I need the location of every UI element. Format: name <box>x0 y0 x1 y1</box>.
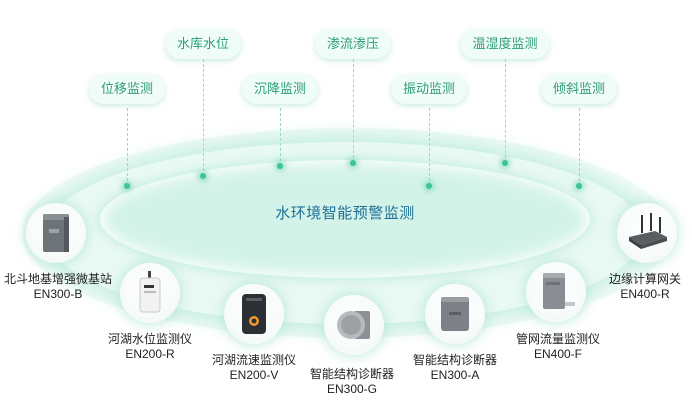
connector-dot <box>200 173 206 179</box>
device-label-en200-v: 河湖流速监测仪 EN200-V <box>212 353 296 383</box>
gnss-base-station-icon <box>43 214 69 252</box>
device-label-en400-r: 边缘计算网关 EN400-R <box>609 272 681 302</box>
device-model: EN200-V <box>229 368 279 382</box>
device-name: 河湖流速监测仪 <box>211 353 297 367</box>
device-en400-f <box>526 262 586 322</box>
device-label-en300-g: 智能结构诊断器 EN300-G <box>310 367 394 397</box>
device-name: 智能结构诊断器 <box>412 353 498 367</box>
device-name: 河湖水位监测仪 <box>107 332 193 346</box>
tag-tilt: 倾斜监测 <box>540 74 618 104</box>
connector-line <box>280 108 281 166</box>
device-name: 管网流量监测仪 <box>515 332 601 346</box>
structure-sensor-icon <box>441 297 469 331</box>
tag-vibration: 振动监测 <box>390 74 468 104</box>
device-name: 智能结构诊断器 <box>309 367 395 381</box>
connector-dot <box>124 183 130 189</box>
device-name: 北斗地基增强微基站 <box>3 272 113 286</box>
connector-dot <box>502 160 508 166</box>
tag-temperature-humidity: 温湿度监测 <box>460 29 550 59</box>
pipe-flow-meter-icon <box>543 273 575 309</box>
tag-displacement: 位移监测 <box>88 74 166 104</box>
device-name: 边缘计算网关 <box>608 272 682 286</box>
device-model: EN400-R <box>620 287 670 301</box>
connector-dot <box>277 163 283 169</box>
device-label-en300-a: 智能结构诊断器 EN300-A <box>413 353 497 383</box>
device-label-en400-f: 管网流量监测仪 EN400-F <box>516 332 600 362</box>
connector-line <box>505 59 506 163</box>
device-model: EN300-G <box>326 382 378 396</box>
device-en200-r <box>120 263 180 323</box>
device-en200-v <box>224 284 284 344</box>
round-structure-sensor-icon <box>337 311 370 339</box>
device-model: EN300-A <box>430 368 480 382</box>
flow-velocity-meter-icon <box>242 294 266 334</box>
connector-dot <box>350 160 356 166</box>
device-en300-b <box>26 203 86 263</box>
tag-settlement: 沉降监测 <box>241 74 319 104</box>
connector-dot <box>426 183 432 189</box>
connector-line <box>203 59 204 176</box>
device-en300-a <box>425 284 485 344</box>
tag-reservoir-level: 水库水位 <box>164 29 242 59</box>
edge-gateway-icon <box>629 213 667 249</box>
device-label-en300-b: 北斗地基增强微基站 EN300-B <box>4 272 112 302</box>
connector-line <box>127 108 128 186</box>
connector-line <box>353 59 354 163</box>
connector-line <box>429 108 430 186</box>
device-model: EN400-F <box>533 347 583 361</box>
platform-inner-ring <box>100 160 590 278</box>
connector-line <box>579 108 580 186</box>
tag-seepage-pressure: 渗流渗压 <box>314 29 392 59</box>
device-model: EN200-R <box>125 347 175 361</box>
device-en400-r <box>617 203 677 263</box>
center-title: 水环境智能预警监测 <box>275 205 415 222</box>
device-label-en200-r: 河湖水位监测仪 EN200-R <box>108 332 192 362</box>
connector-dot <box>576 183 582 189</box>
device-model: EN300-B <box>33 287 83 301</box>
device-en300-g <box>324 295 384 355</box>
radar-water-level-meter-icon <box>139 271 161 313</box>
